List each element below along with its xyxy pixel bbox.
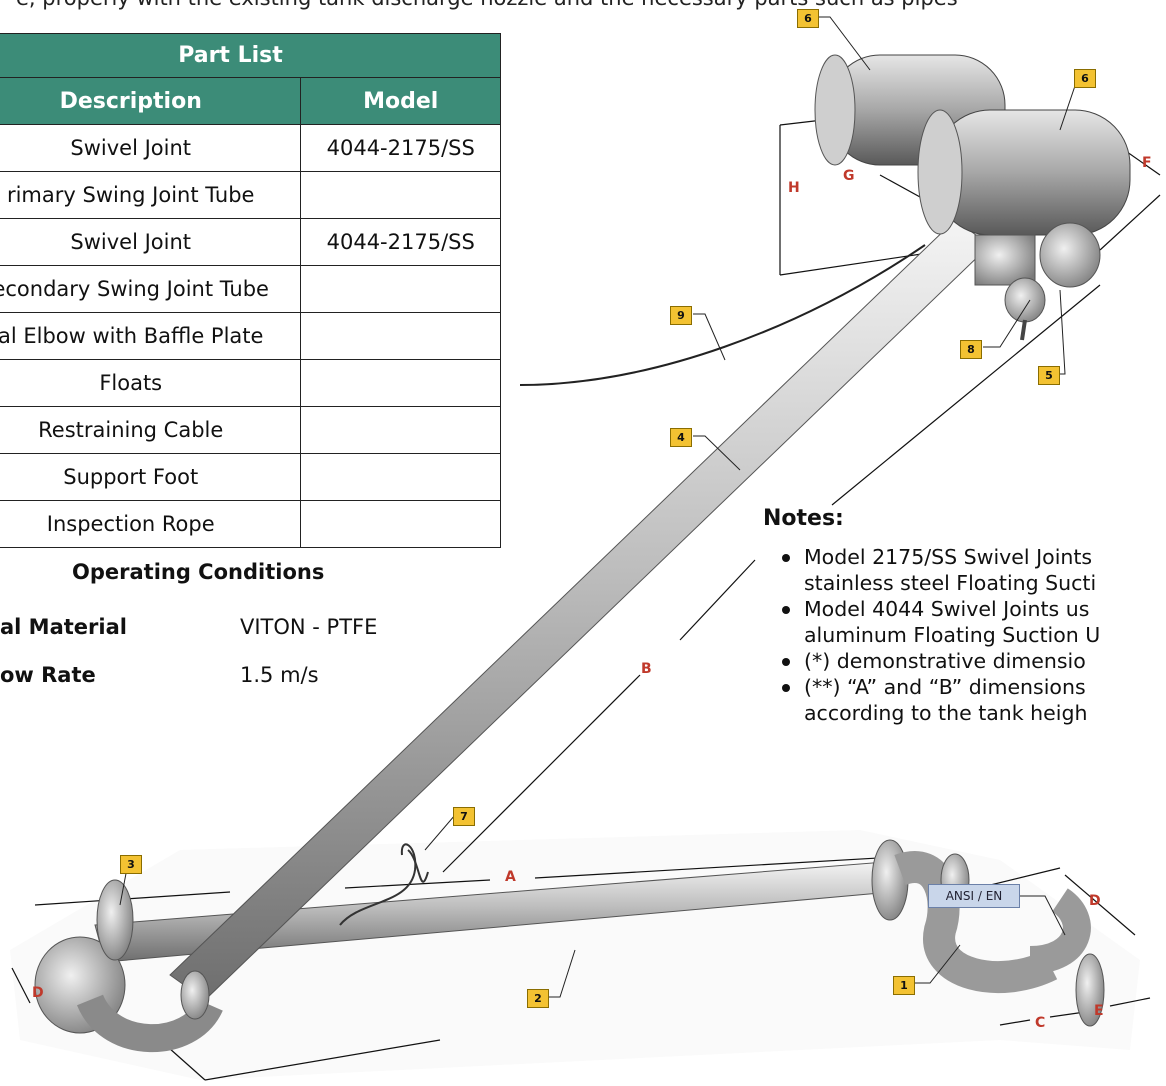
operating-condition-row: al Material bbox=[0, 615, 127, 639]
dimension-e: E bbox=[1094, 1003, 1104, 1019]
table-row: Swivel Joint 4044-2175/SS bbox=[0, 124, 501, 172]
note-item: (**) “A” and “B” dimensions according to… bbox=[782, 674, 1100, 726]
dimension-h: H bbox=[788, 180, 800, 196]
table-row: Support Foot bbox=[0, 453, 501, 501]
right-swivel bbox=[871, 839, 1105, 1027]
column-header-model: Model bbox=[300, 77, 501, 125]
part-model bbox=[300, 406, 501, 454]
part-description: rimary Swing Joint Tube bbox=[0, 171, 302, 219]
callout-6-rear-float: 6 bbox=[797, 9, 819, 28]
operating-conditions-title: Operating Conditions bbox=[72, 560, 325, 584]
table-row: Inspection Rope bbox=[0, 500, 501, 548]
operating-condition-row: ow Rate bbox=[0, 663, 96, 687]
part-model bbox=[300, 171, 501, 219]
table-row: Swivel Joint 4044-2175/SS bbox=[0, 218, 501, 266]
left-elbow bbox=[34, 879, 223, 1053]
note-line: Model 4044 Swivel Joints us bbox=[804, 597, 1090, 621]
callout-6-front-float: 6 bbox=[1074, 69, 1096, 88]
dimension-d-right: D bbox=[1089, 893, 1101, 909]
dimension-c: C bbox=[1035, 1015, 1046, 1031]
part-model bbox=[300, 359, 501, 407]
part-description: Support Foot bbox=[0, 453, 302, 501]
note-line: (*) demonstrative dimensio bbox=[804, 649, 1086, 673]
dimension-d-left: D bbox=[32, 985, 44, 1001]
float-front bbox=[917, 109, 1131, 236]
top-elbow bbox=[974, 222, 1101, 341]
header-fragment: e, properly with the existing tank disch… bbox=[16, 0, 958, 10]
part-list-table: Part List Description Model Swivel Joint… bbox=[0, 33, 501, 548]
column-header-description: Description bbox=[0, 77, 302, 125]
part-model bbox=[300, 312, 501, 360]
dimension-g: G bbox=[843, 168, 855, 184]
part-description: Floats bbox=[0, 359, 302, 407]
callout-1: 1 bbox=[893, 976, 915, 995]
inspection-rope bbox=[519, 244, 926, 386]
note-line: (**) “A” and “B” dimensions bbox=[804, 675, 1086, 699]
dimension-b: B bbox=[641, 661, 652, 677]
part-description: econdary Swing Joint Tube bbox=[0, 265, 302, 313]
callout-4: 4 bbox=[670, 428, 692, 447]
callout-5: 5 bbox=[1038, 366, 1060, 385]
note-item: (*) demonstrative dimensio bbox=[782, 648, 1100, 674]
part-model: 4044-2175/SS bbox=[300, 218, 501, 266]
part-description: Restraining Cable bbox=[0, 406, 302, 454]
dimension-a: A bbox=[505, 869, 516, 885]
note-line: stainless steel Floating Sucti bbox=[804, 571, 1097, 595]
part-description: al Elbow with Baffle Plate bbox=[0, 312, 302, 360]
part-description: Inspection Rope bbox=[0, 500, 302, 548]
note-item: Model 4044 Swivel Joints us aluminum Flo… bbox=[782, 596, 1100, 648]
callout-8: 8 bbox=[960, 340, 982, 359]
part-model bbox=[300, 453, 501, 501]
callout-7: 7 bbox=[453, 807, 475, 826]
note-line: Model 2175/SS Swivel Joints bbox=[804, 545, 1093, 569]
note-line: aluminum Floating Suction U bbox=[804, 623, 1101, 647]
part-model: 4044-2175/SS bbox=[300, 124, 501, 172]
table-row: Floats bbox=[0, 359, 501, 407]
dimension-f: F bbox=[1142, 155, 1152, 171]
note-line: according to the tank heigh bbox=[804, 701, 1088, 725]
condition-value: 1.5 m/s bbox=[240, 663, 319, 687]
part-list-title: Part List bbox=[0, 33, 501, 78]
table-row: al Elbow with Baffle Plate bbox=[0, 312, 501, 360]
callout-9: 9 bbox=[670, 306, 692, 325]
table-row: Restraining Cable bbox=[0, 406, 501, 454]
part-description: Swivel Joint bbox=[0, 124, 302, 172]
part-model bbox=[300, 500, 501, 548]
condition-value: VITON - PTFE bbox=[240, 615, 378, 639]
flange-standard-tag: ANSI / EN bbox=[928, 884, 1020, 908]
condition-label: ow Rate bbox=[0, 663, 96, 687]
notes-title: Notes: bbox=[763, 506, 844, 531]
table-row: econdary Swing Joint Tube bbox=[0, 265, 501, 313]
table-row: rimary Swing Joint Tube bbox=[0, 171, 501, 219]
notes-list: Model 2175/SS Swivel Joints stainless st… bbox=[782, 544, 1100, 726]
callout-2: 2 bbox=[527, 989, 549, 1008]
part-description: Swivel Joint bbox=[0, 218, 302, 266]
condition-label: al Material bbox=[0, 615, 127, 639]
part-model bbox=[300, 265, 501, 313]
note-item: Model 2175/SS Swivel Joints stainless st… bbox=[782, 544, 1100, 596]
restraining-cable bbox=[339, 843, 417, 926]
callout-3: 3 bbox=[120, 855, 142, 874]
